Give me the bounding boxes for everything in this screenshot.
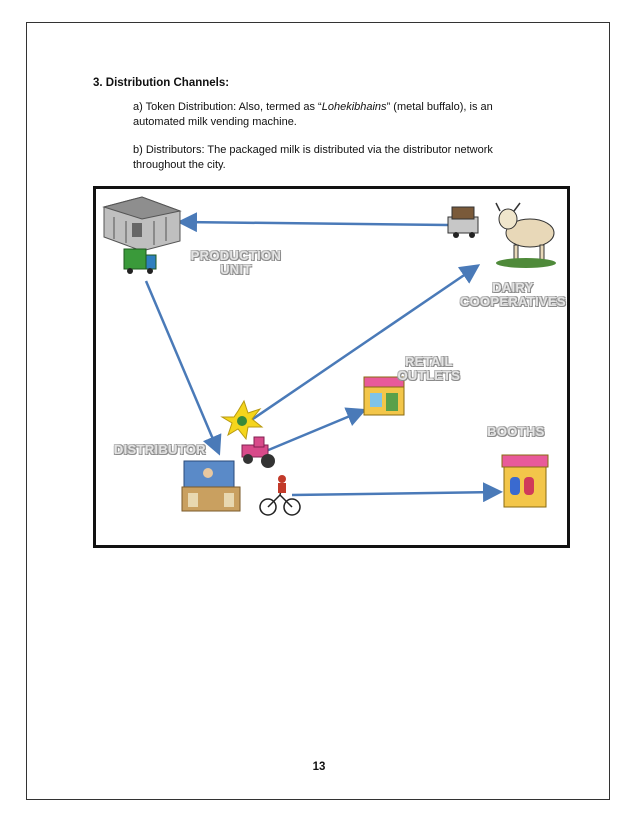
paragraph-distributors: b) Distributors: The packaged milk is di… — [133, 143, 533, 173]
tractor-icon — [242, 437, 275, 468]
distribution-diagram: PRODUCTION UNIT DAIRY COOPERATIVES RETAI… — [93, 186, 570, 548]
label-booths: BOOTHS — [484, 425, 548, 439]
section-heading: 3. Distribution Channels: — [93, 77, 229, 89]
arrow-production-to-distributor — [146, 281, 218, 451]
label-dairy-line2: COOPERATIVES — [458, 295, 568, 309]
factory-icon — [104, 197, 180, 251]
arrow-distributor-to-booths — [292, 492, 498, 495]
arrow-distributor-to-dairy — [244, 267, 476, 425]
diagram-canvas — [96, 189, 567, 545]
label-retail-line2: OUTLETS — [394, 369, 464, 383]
label-production-unit: PRODUCTION UNIT — [186, 249, 286, 277]
green-truck-icon — [124, 249, 156, 274]
arrow-dairy-to-production — [182, 222, 448, 225]
label-retail-line1: RETAIL — [394, 355, 464, 369]
label-distributor: DISTRIBUTOR — [104, 443, 216, 457]
booth-icon — [502, 455, 548, 507]
page-number: 13 — [0, 761, 638, 773]
label-dairy-line1: DAIRY — [458, 281, 568, 295]
arrow-distributor-to-retail — [266, 411, 362, 451]
label-dairy-cooperatives: DAIRY COOPERATIVES — [458, 281, 568, 309]
paragraph-token-distribution: a) Token Distribution: Also, termed as “… — [133, 100, 533, 130]
para-a-prefix: a) Token Distribution: Also, termed as “ — [133, 101, 322, 113]
label-retail-outlets: RETAIL OUTLETS — [394, 355, 464, 383]
label-production-line2: UNIT — [186, 263, 286, 277]
cow-icon — [496, 203, 556, 268]
label-production-line1: PRODUCTION — [186, 249, 286, 263]
desk-person-icon — [182, 461, 240, 511]
starburst-person-icon — [222, 401, 262, 439]
milk-cart-icon — [448, 207, 478, 238]
para-a-italic-term: Lohekibhains — [322, 101, 387, 113]
